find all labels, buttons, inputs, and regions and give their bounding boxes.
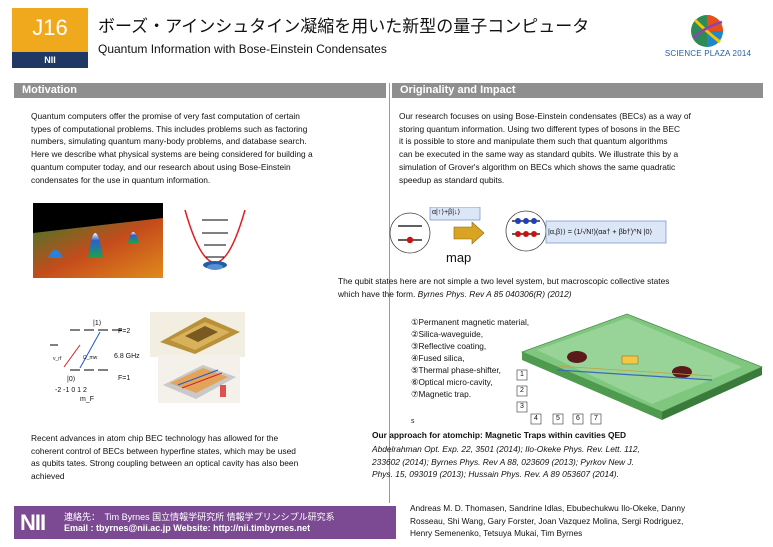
science-plaza-logo	[691, 15, 723, 47]
callout-5: 5	[556, 415, 560, 422]
approach-references: Abdelrahman Opt. Exp. 22, 3501 (2014); I…	[372, 444, 640, 480]
state-zero-label: |0⟩	[67, 376, 76, 383]
atom-chip-photo	[150, 312, 245, 357]
originality-paragraph: Our research focuses on using Bose-Einst…	[399, 111, 691, 185]
list-item: ①Permanent magnetic material,	[411, 317, 530, 327]
nii-logo: NII	[20, 510, 46, 535]
list-item: ②Silica-waveguide,	[411, 329, 484, 339]
map-label: map	[446, 250, 472, 265]
motivation-paragraph: Quantum computers offer the promise of v…	[31, 111, 313, 185]
callout-3: 3	[520, 403, 524, 410]
logo-caption: SCIENCE PLAZA 2014	[664, 49, 752, 58]
author-list: Andreas M. D. Thomasen, Sandrine Idlas, …	[410, 503, 686, 538]
list-item: ⑦Magnetic trap.	[411, 389, 472, 399]
column-divider	[389, 83, 390, 503]
list-item: ③Reflective coating,	[411, 341, 487, 351]
mf-axis-ticks: -2 -1 0 1 2	[55, 387, 87, 394]
f1-label: F=1	[118, 375, 131, 382]
stray-label: s	[411, 418, 415, 425]
contact-links: Email : tbyrnes@nii.ac.jp Website: http:…	[64, 523, 311, 533]
qubit-state-formula: α|↑⟩+β|↓⟩	[432, 209, 461, 216]
callout-7: 7	[594, 415, 598, 422]
atom-chip-paragraph: Recent advances in atom chip BEC technol…	[31, 433, 299, 482]
atom-chip-schematic	[158, 355, 240, 403]
title-japanese: ボーズ・アインシュタイン凝縮を用いた新型の量子コンピュータ	[98, 17, 590, 37]
bec-density-plot	[33, 203, 163, 278]
org-label: NII	[12, 52, 88, 68]
mf-axis-label: m_F	[80, 396, 94, 403]
list-item: ⑥Optical micro-cavity,	[411, 377, 493, 387]
chip-component-list: ①Permanent magnetic material, ②Silica-wa…	[411, 316, 546, 400]
approach-title: Our approach for atomchip: Magnetic Trap…	[372, 430, 627, 440]
harmonic-trap-diagram	[184, 209, 246, 270]
list-item: ⑤Thermal phase-shifter,	[411, 365, 501, 375]
qubit-states-citation: Byrnes Phys. Rev A 85 040306(R) (2012)	[417, 288, 572, 299]
frequency-label: 6.8 GHz	[114, 353, 140, 360]
section-motivation-header: Motivation	[14, 83, 386, 98]
contact-name: 連絡先： Tim Byrnes 国立情報学研究所 情報学プリンシプル研究系	[64, 512, 335, 522]
qubit-to-bec-map-diagram	[389, 207, 667, 254]
callout-2: 2	[520, 387, 524, 394]
state-one-label: |1⟩	[93, 320, 102, 327]
qubit-states-paragraph: The qubit states here are not simple a t…	[338, 276, 670, 299]
svg-text:ν_rf: ν_rf	[53, 356, 62, 362]
f2-label: F=2	[118, 328, 131, 335]
callout-1: 1	[520, 371, 524, 378]
chip-callout-boxes	[516, 369, 602, 425]
footer-contact-bar	[14, 506, 396, 539]
bec-state-formula: |α,β⟩⟩ = (1/√N!)(αa† + βb†)^N |0⟩	[548, 227, 653, 236]
list-item: ④Fused silica,	[411, 353, 465, 363]
callout-4: 4	[534, 415, 538, 422]
callout-6: 6	[576, 415, 580, 422]
atomchip-cavity-3d-diagram	[520, 313, 764, 420]
hyperfine-level-diagram: ν_rf Ω_mw	[50, 329, 122, 371]
title-english: Quantum Information with Bose-Einstein C…	[98, 42, 387, 56]
svg-text:Ω_mw: Ω_mw	[83, 355, 98, 361]
poster-code: J16	[32, 15, 68, 40]
section-originality-header: Originality and Impact	[392, 83, 763, 98]
